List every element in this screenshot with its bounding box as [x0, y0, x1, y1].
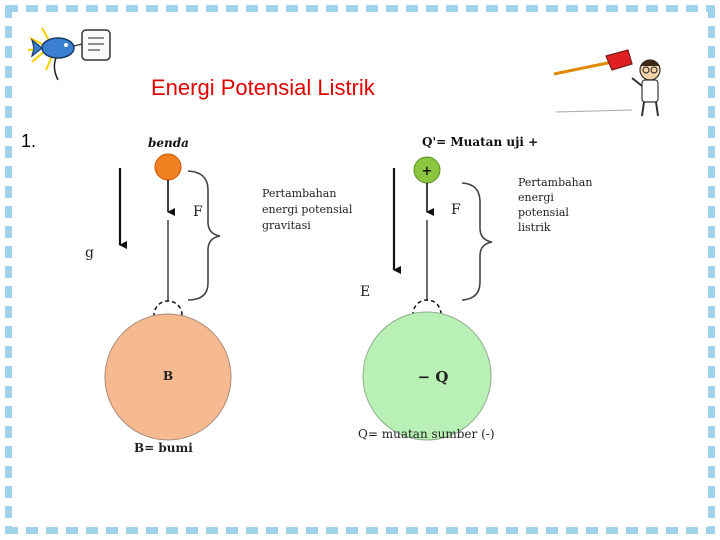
object-label: benda [148, 136, 189, 150]
test-charge-sign: + [422, 164, 433, 179]
gravity-annotation: Pertambahan energi potensial gravitasi [262, 187, 356, 232]
gravity-diagram: benda g F Pertambahan energi potensial g… [85, 136, 356, 455]
scientist-clipart-icon [553, 49, 661, 117]
electric-force-label: F [451, 202, 461, 218]
slide-title: Energi Potensial Listrik [151, 74, 375, 100]
earth-label: B [163, 369, 173, 383]
electric-annotation-line: Pertambahan [518, 176, 592, 189]
electric-field-label: E [360, 284, 370, 300]
source-charge-body [362, 311, 492, 441]
electric-annotation-line: energi [518, 191, 554, 204]
fish-clipart-icon [28, 27, 111, 81]
source-charge-label: − Q [418, 368, 449, 386]
electric-diagram: Q'= Muatan uji + E + F Pertambahan energ… [358, 135, 596, 441]
gravity-annotation-line: energi potensial [262, 203, 353, 216]
source-charge-caption: Q= muatan sumber (-) [358, 427, 495, 441]
earth-caption: B= bumi [134, 441, 193, 455]
small-mass [154, 153, 182, 181]
gravity-force-label: F [193, 204, 203, 220]
item-number: 1. [21, 131, 37, 151]
electric-brace [461, 182, 493, 301]
gravity-field-label: g [85, 245, 94, 261]
electric-annotation-line: potensial [518, 206, 569, 219]
earth-body [104, 313, 232, 441]
test-charge-label: Q'= Muatan uji + [422, 135, 538, 149]
electric-annotation: Pertambahan energi potensial listrik [518, 176, 596, 234]
electric-annotation-line: listrik [518, 221, 551, 234]
gravity-annotation-line: gravitasi [262, 219, 311, 232]
gravity-brace [187, 170, 221, 301]
gravity-annotation-line: Pertambahan [262, 187, 336, 200]
